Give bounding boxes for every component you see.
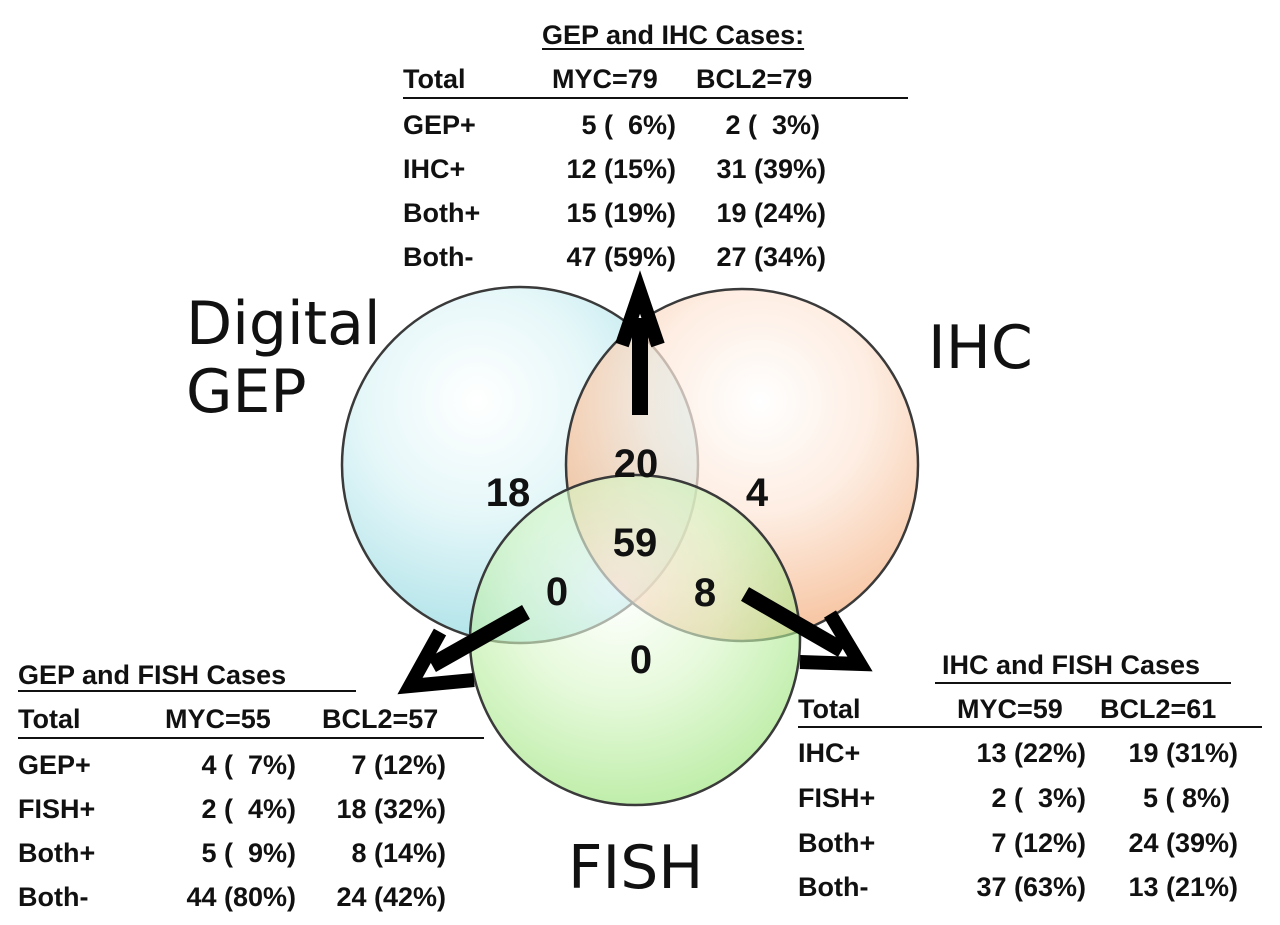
cell-myc: 2 ( 3%) [991, 783, 1086, 813]
table-gep-ihc: GEP and IHC Cases: Total MYC=79 BCL2=79 … [0, 0, 1280, 300]
header-rule [18, 737, 484, 739]
table-gep-fish: GEP and FISH Cases Total MYC=55 BCL2=57 … [0, 0, 484, 912]
cell-myc: 7 (12%) [991, 828, 1086, 858]
count-ihc-only: 4 [746, 471, 769, 515]
row-label: FISH+ [18, 794, 96, 824]
cell-myc: 12 (15%) [566, 154, 676, 184]
header-bcl2: BCL2=61 [1100, 694, 1217, 724]
row-label: Both- [18, 882, 89, 912]
count-gep-fish: 0 [546, 570, 568, 614]
cell-bcl2: 19 (24%) [716, 198, 826, 228]
row-label: Both+ [798, 828, 876, 858]
label-digital-gep: Digital GEP [186, 289, 381, 427]
label-ihc: IHC [928, 313, 1033, 383]
header-bcl2: BCL2=57 [322, 704, 439, 734]
row-label: FISH+ [798, 783, 876, 813]
header-rule [403, 97, 908, 99]
row-label: Both+ [403, 198, 481, 228]
label-fish: FISH [568, 833, 704, 903]
cell-bcl2: 24 (39%) [1128, 828, 1238, 858]
cell-myc: 2 ( 4%) [201, 794, 296, 824]
count-gep-ihc: 20 [614, 442, 659, 486]
row-label: Both- [403, 242, 474, 272]
row-label: Both+ [18, 838, 96, 868]
cell-bcl2: 8 (14%) [351, 838, 446, 868]
cell-bcl2: 2 ( 3%) [725, 110, 820, 140]
arrow-up-icon [615, 270, 665, 415]
cell-bcl2: 27 (34%) [716, 242, 826, 272]
row-label: GEP+ [403, 110, 476, 140]
title-rule [935, 682, 1231, 684]
header-total: Total [403, 64, 466, 94]
cell-myc: 4 ( 7%) [201, 750, 296, 780]
cell-bcl2: 18 (32%) [336, 794, 446, 824]
table-title: GEP and IHC Cases: [542, 20, 805, 50]
table-ihc-fish: IHC and FISH Cases Total MYC=59 BCL2=61 … [0, 0, 1262, 902]
header-myc: MYC=55 [165, 704, 271, 734]
count-ihc-fish: 8 [694, 571, 716, 615]
cell-myc: 13 (22%) [976, 738, 1086, 768]
cell-myc: 37 (63%) [976, 872, 1086, 902]
title-rule [18, 690, 356, 692]
cell-bcl2: 24 (42%) [336, 882, 446, 912]
cell-myc: 44 (80%) [186, 882, 296, 912]
row-label: GEP+ [18, 750, 91, 780]
row-label: IHC+ [403, 154, 466, 184]
header-myc: MYC=59 [957, 694, 1063, 724]
table-title: IHC and FISH Cases [942, 650, 1201, 680]
cell-bcl2: 31 (39%) [716, 154, 826, 184]
header-rule [798, 726, 1262, 728]
count-gep-only: 18 [486, 471, 531, 515]
header-bcl2: BCL2=79 [696, 64, 813, 94]
cell-myc: 47 (59%) [566, 242, 676, 272]
table-title: GEP and FISH Cases [18, 660, 287, 690]
count-fish-only: 0 [630, 638, 652, 682]
arrow-down-left-icon [397, 605, 530, 695]
arrow-down-right-icon [741, 587, 873, 672]
row-label: IHC+ [798, 738, 861, 768]
cell-bcl2: 5 ( 8%) [1142, 783, 1230, 813]
cell-bcl2: 7 (12%) [351, 750, 446, 780]
header-myc: MYC=79 [552, 64, 658, 94]
cell-myc: 5 ( 6%) [581, 110, 676, 140]
cell-bcl2: 13 (21%) [1128, 872, 1238, 902]
cell-myc: 15 (19%) [566, 198, 676, 228]
cell-myc: 5 ( 9%) [201, 838, 296, 868]
count-all-three: 59 [613, 521, 658, 565]
header-total: Total [798, 694, 861, 724]
cell-bcl2: 19 (31%) [1128, 738, 1238, 768]
header-total: Total [18, 704, 81, 734]
row-label: Both- [798, 872, 869, 902]
